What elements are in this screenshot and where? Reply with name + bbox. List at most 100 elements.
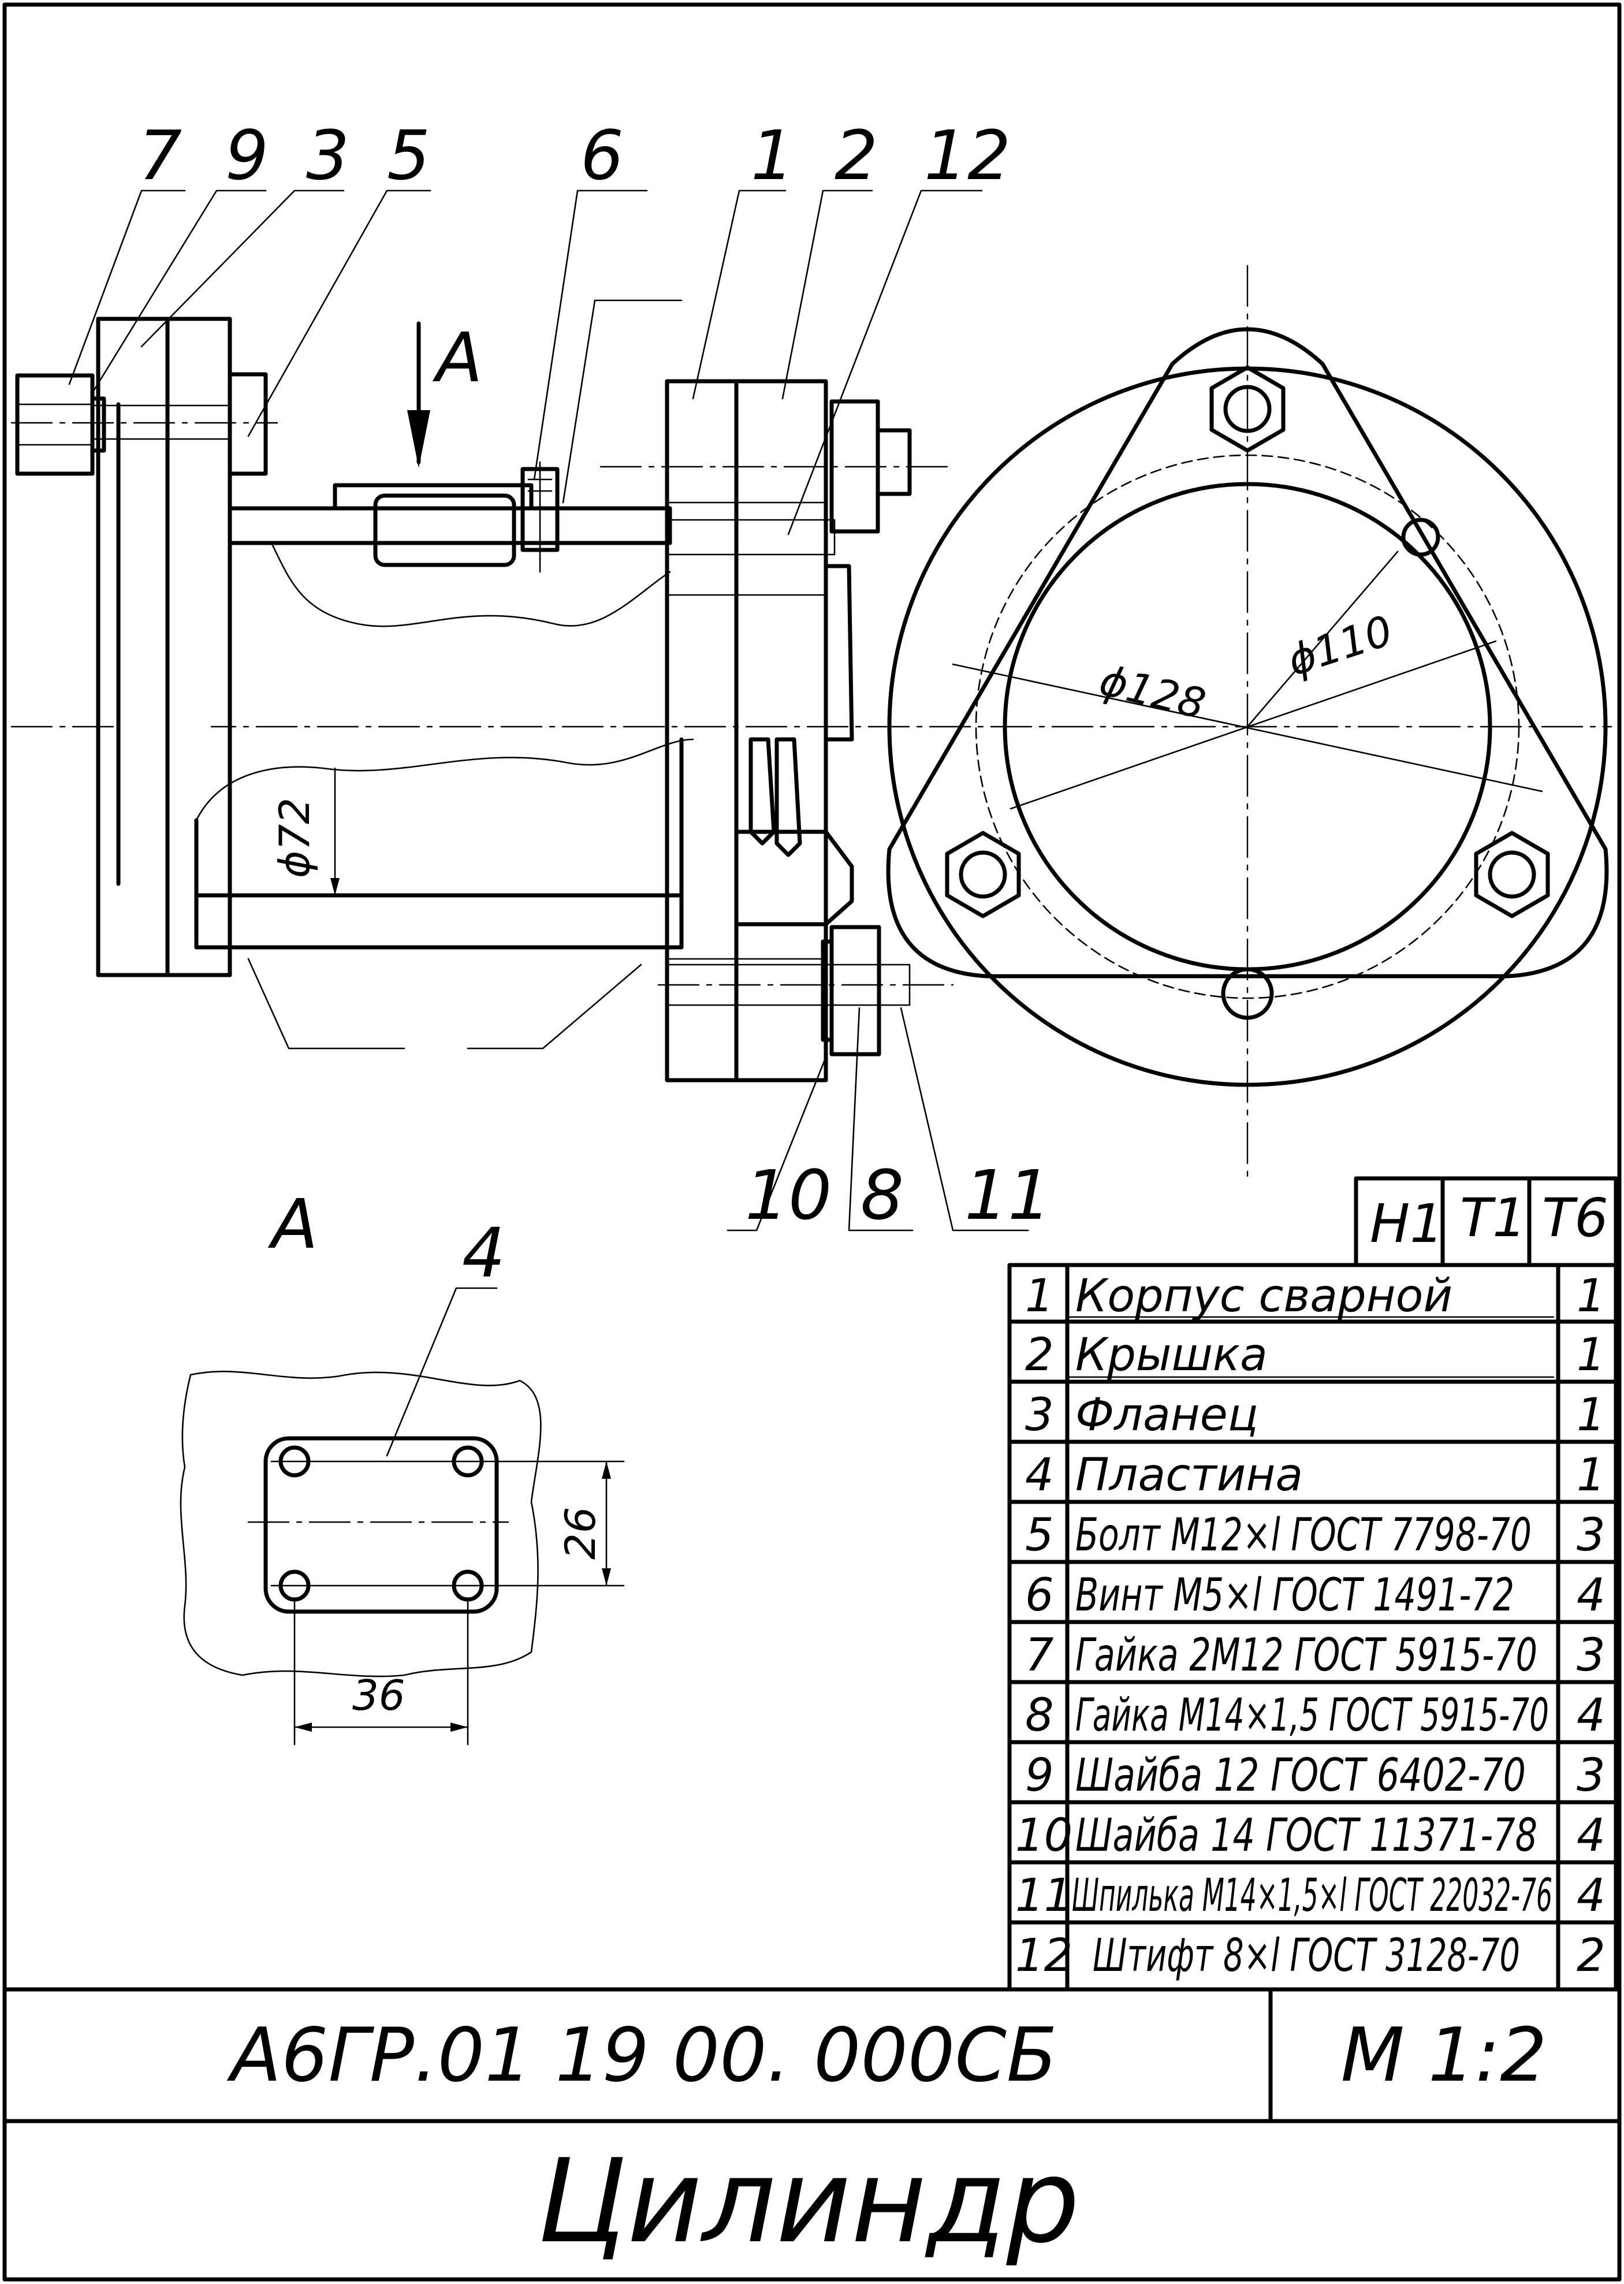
callout-8: 8	[861, 1155, 904, 1235]
nut-7	[15, 373, 95, 476]
drawing-title: Цилиндр	[537, 2134, 1079, 2269]
spec-row-pos: 1	[1025, 1270, 1054, 1322]
spec-row-qty: 1	[1577, 1449, 1606, 1501]
dim-d72: ϕ72	[270, 798, 319, 878]
spec-row-name: Шайба 12 ГОСТ 6402-70	[1075, 1750, 1526, 1802]
view-a: А 26 36 4	[180, 1184, 625, 1746]
callout-10: 10	[745, 1155, 832, 1235]
washer-10	[821, 939, 834, 1042]
section-arrow-head	[407, 410, 430, 468]
spec-row-qty: 1	[1577, 1270, 1606, 1322]
end-view: ϕ128 ϕ110	[886, 265, 1609, 1180]
view-a-label: А	[267, 1184, 318, 1264]
spec-row: 2 Крышка 1	[1025, 1329, 1606, 1381]
spec-row: 8 Гайка М14×1,5 ГОСТ 5915-70 4	[1025, 1690, 1606, 1742]
spec-row: 11 Шпилька М14×1,5×l ГОСТ 22032-76 4	[1015, 1870, 1606, 1922]
cover-boss	[734, 829, 854, 927]
spec-row: 9 Шайба 12 ГОСТ 6402-70 3	[1025, 1750, 1606, 1802]
spec-row: 10 Шайба 14 ГОСТ 11371-78 4	[1015, 1810, 1606, 1862]
cylinder-upper-wall	[228, 506, 672, 545]
spec-row-qty: 1	[1577, 1329, 1606, 1381]
end-view-bolt-circle	[975, 454, 1520, 999]
spec-header-t6: Т6	[1542, 1187, 1608, 1249]
callout-7: 7	[139, 116, 182, 195]
port-window	[373, 493, 516, 567]
callout-11: 11	[964, 1155, 1051, 1235]
spec-row-pos: 6	[1025, 1569, 1054, 1621]
callout-9: 9	[225, 116, 269, 195]
spec-row-name: Винт М5×l ГОСТ 1491-72	[1075, 1569, 1514, 1621]
spec-row-qty: 4	[1577, 1690, 1606, 1742]
spec-row: 6 Винт М5×l ГОСТ 1491-72 4	[1025, 1569, 1606, 1621]
spec-row-name: Штифт 8×l ГОСТ 3128-70	[1093, 1930, 1520, 1982]
cover-2	[734, 379, 828, 1083]
title-block: А6ГР.01 19 00. 000СБ М 1:2 Цилиндр	[2, 1987, 1622, 2269]
spec-row-qty: 4	[1577, 1569, 1606, 1621]
callout-leaders	[68, 189, 1029, 1232]
spec-row-qty: 4	[1577, 1870, 1606, 1922]
spec-row-name: Фланец	[1075, 1389, 1258, 1441]
spec-row-pos: 3	[1025, 1389, 1054, 1441]
spec-row-pos: 9	[1025, 1750, 1054, 1802]
callout-4: 4	[462, 1213, 505, 1293]
spec-row-name: Крышка	[1075, 1329, 1268, 1381]
spec-header-h1: Н1	[1370, 1193, 1444, 1255]
spec-row-qty: 1	[1577, 1389, 1606, 1441]
hex-nut-right	[1474, 831, 1550, 918]
spec-row-pos: 10	[1015, 1810, 1072, 1862]
spec-row-pos: 12	[1015, 1930, 1072, 1982]
spec-row-name: Шпилька М14×1,5×l ГОСТ 22032-76	[1072, 1870, 1552, 1922]
spec-row-name: Гайка М14×1,5 ГОСТ 5915-70	[1075, 1690, 1549, 1742]
bolt-5-head	[228, 372, 268, 476]
spec-row-name: Пластина	[1075, 1449, 1303, 1501]
spec-row-qty: 2	[1577, 1930, 1606, 1982]
spec-row: 1 Корпус сварной 1	[1025, 1270, 1606, 1322]
nut-8	[829, 925, 881, 1057]
pin-hole-bottom	[1221, 967, 1274, 1020]
dim-d128: ϕ128	[1095, 656, 1210, 728]
spec-row-qty: 3	[1577, 1509, 1606, 1561]
spec-row-pos: 4	[1025, 1449, 1054, 1501]
spec-row-name: Болт М12×l ГОСТ 7798-70	[1075, 1509, 1532, 1561]
callout-6: 6	[580, 116, 624, 195]
spec-table: Н1 Т1 Т6 1 Корпус сварной 1 2 Крышка 1	[1007, 1176, 1618, 1992]
spec-row-pos: 11	[1015, 1870, 1072, 1922]
spec-row: 3 Фланец 1	[1025, 1389, 1606, 1441]
spec-row-pos: 7	[1025, 1630, 1054, 1682]
spec-row: 5 Болт М12×l ГОСТ 7798-70 3	[1025, 1509, 1606, 1561]
spec-row-qty: 3	[1577, 1750, 1606, 1802]
section-arrow-label: А	[432, 318, 483, 397]
cylinder-lower-wall	[194, 893, 684, 950]
pin-12	[666, 519, 836, 556]
body-flange-1	[665, 379, 739, 1083]
spec-row-name: Гайка 2М12 ГОСТ 5915-70	[1075, 1630, 1537, 1682]
dim-h26: 26	[556, 1506, 605, 1560]
callout-5: 5	[387, 116, 430, 195]
hex-nut-top	[1209, 365, 1286, 453]
callout-12: 12	[924, 116, 1011, 195]
spec-row-pos: 5	[1025, 1509, 1054, 1561]
callout-1: 1	[751, 116, 794, 195]
cover-upper-hatch	[666, 501, 827, 596]
spec-row-pos: 2	[1025, 1329, 1054, 1381]
callout-3: 3	[306, 116, 349, 195]
dim-w36: 36	[352, 1671, 405, 1720]
drawing-designation: А6ГР.01 19 00. 000СБ	[226, 2013, 1057, 2099]
spec-row: 4 Пластина 1	[1025, 1449, 1606, 1501]
spec-row: 12 Штифт 8×l ГОСТ 3128-70 2	[1015, 1930, 1606, 1982]
view-a-break-outline	[180, 1370, 542, 1677]
drawing-scale: М 1:2	[1340, 2013, 1547, 2099]
triangular-flange	[886, 327, 1609, 979]
main-section-view: А ϕ72	[10, 299, 1612, 1083]
plate-4-view	[263, 1436, 499, 1614]
spec-row-name: Шайба 14 ГОСТ 11371-78	[1075, 1810, 1537, 1862]
plate-4-section	[333, 483, 534, 511]
spec-row-qty: 3	[1577, 1630, 1606, 1682]
callout-numbers: 7 9 3 5 6 1 2 12 10 8 11	[139, 116, 1051, 1235]
hex-nut-left	[945, 831, 1021, 918]
spec-header-t1: Т1	[1460, 1187, 1526, 1249]
callout-2: 2	[835, 116, 878, 195]
spec-row-pos: 8	[1025, 1690, 1054, 1742]
spec-row-qty: 4	[1577, 1810, 1606, 1862]
